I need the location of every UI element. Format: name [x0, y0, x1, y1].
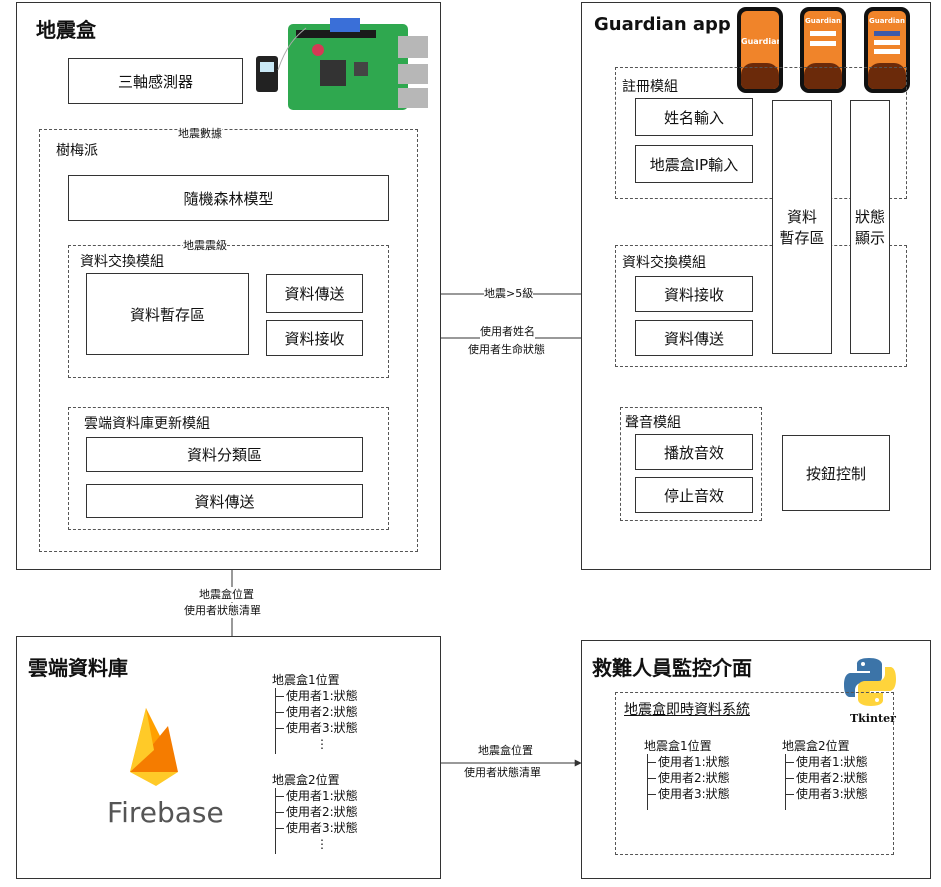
- app-storage-line1: 資料: [786, 208, 817, 226]
- rescue-box1-user1: 使用者1:狀態: [648, 754, 730, 770]
- phone-mockup-3: Guardian: [864, 7, 910, 93]
- pi-exchange-module-label: 資料交換模組: [80, 254, 164, 270]
- app-receive-box: 資料接收: [635, 276, 753, 312]
- db-box2-user2: 使用者2:狀態: [276, 804, 358, 820]
- phone-brand-1: Guardian: [741, 37, 779, 46]
- phone-brand-3: Guardian: [868, 17, 906, 25]
- box-location-label-2: 地震盒位置: [478, 743, 533, 758]
- rescue-box2-location: 地震盒2位置: [782, 739, 850, 753]
- cloud-send-box: 資料傳送: [86, 484, 363, 518]
- guardian-app-title: Guardian app: [594, 14, 731, 35]
- phone-mockup-2: Guardian: [800, 7, 846, 93]
- sound-module-group: [620, 407, 762, 521]
- status-display-line2: 顯示: [854, 229, 885, 247]
- pi-send-box: 資料傳送: [266, 274, 363, 313]
- rescue-box2-user3: 使用者3:狀態: [786, 786, 868, 802]
- play-sound-box: 播放音效: [635, 434, 753, 470]
- db-box2-ellipsis: ⋮: [316, 837, 328, 851]
- python-tkinter-icon: [842, 654, 898, 724]
- app-storage-line2: 暫存區: [779, 229, 825, 247]
- firebase-flame-icon: [124, 700, 194, 790]
- realtime-system-group: [615, 692, 894, 855]
- db-box1-ellipsis: ⋮: [316, 737, 328, 751]
- db-box2-user3: 使用者3:狀態: [276, 820, 358, 836]
- register-module-group: [615, 67, 907, 199]
- db-box2-tree: 地震盒2位置 使用者1:狀態 使用者2:狀態 使用者3:狀態 ⋮: [272, 772, 358, 854]
- seismic-data-label: 地震數據: [178, 126, 222, 141]
- app-exchange-module-label: 資料交換模組: [622, 255, 706, 271]
- app-send-box: 資料傳送: [635, 320, 753, 356]
- register-module-label: 註冊模組: [622, 79, 678, 95]
- app-storage-box: 資料 暫存區: [772, 100, 832, 354]
- classify-box: 資料分類區: [86, 437, 363, 472]
- rescue-box1-user3: 使用者3:狀態: [648, 786, 730, 802]
- status-display-box: 狀態 顯示: [850, 100, 890, 354]
- db-box1-location: 地震盒1位置: [272, 673, 340, 687]
- rescue-ui-title: 救難人員監控介面: [592, 656, 752, 680]
- cloud-db-title: 雲端資料庫: [28, 656, 128, 680]
- db-box1-user1: 使用者1:狀態: [276, 688, 358, 704]
- user-status-list-label-2: 使用者狀態清單: [464, 765, 541, 780]
- box-location-label-1: 地震盒位置: [199, 587, 254, 602]
- cloud-update-module-label: 雲端資料庫更新模組: [84, 416, 210, 432]
- cloud-update-module-group: [68, 407, 389, 530]
- pi-buffer-box: 資料暫存區: [86, 273, 249, 355]
- db-box2-user1: 使用者1:狀態: [276, 788, 358, 804]
- three-axis-sensor-box: 三軸感測器: [68, 58, 243, 104]
- pi-exchange-module-group: [68, 245, 389, 378]
- seismic-level-label: 地震震級: [183, 238, 227, 253]
- sound-module-label: 聲音模組: [625, 415, 681, 431]
- random-forest-box: 隨機森林模型: [68, 175, 389, 221]
- db-box1-tree: 地震盒1位置 使用者1:狀態 使用者2:狀態 使用者3:狀態 ⋮: [272, 672, 358, 754]
- stop-sound-box: 停止音效: [635, 477, 753, 513]
- tkinter-label: Tkinter: [850, 712, 896, 725]
- raspberry-pi-group: [39, 129, 418, 552]
- button-control-box: 按鈕控制: [782, 435, 890, 511]
- pi-receive-box: 資料接收: [266, 320, 363, 356]
- db-box1-user2: 使用者2:狀態: [276, 704, 358, 720]
- raspberry-pi-label: 樹梅派: [56, 143, 98, 159]
- phone-brand-2: Guardian: [804, 17, 842, 25]
- app-exchange-module-group: [615, 245, 907, 367]
- box-ip-input-box: 地震盒IP輸入: [635, 145, 753, 183]
- quake-gt5-label: 地震>5級: [484, 286, 534, 301]
- rescue-box2-user2: 使用者2:狀態: [786, 770, 868, 786]
- name-input-box: 姓名輸入: [635, 98, 753, 136]
- phone-mockup-1: Guardian: [737, 7, 783, 93]
- cloud-db-panel: [16, 636, 441, 879]
- rescue-box1-location: 地震盒1位置: [644, 739, 712, 753]
- db-box1-user3: 使用者3:狀態: [276, 720, 358, 736]
- rescue-box2-tree: 地震盒2位置 使用者1:狀態 使用者2:狀態 使用者3:狀態: [782, 738, 868, 810]
- rescue-box1-user2: 使用者2:狀態: [648, 770, 730, 786]
- user-status-list-label-1: 使用者狀態清單: [184, 603, 261, 618]
- firebase-wordmark: Firebase: [107, 796, 224, 829]
- rescue-box2-user1: 使用者1:狀態: [786, 754, 868, 770]
- status-display-line1: 狀態: [854, 208, 885, 226]
- user-name-label: 使用者姓名: [480, 324, 535, 339]
- user-vitals-label: 使用者生命狀態: [468, 342, 545, 357]
- earthquake-box-title: 地震盒: [36, 18, 96, 42]
- db-box2-location: 地震盒2位置: [272, 773, 340, 787]
- realtime-system-label: 地震盒即時資料系統: [624, 702, 750, 718]
- rescue-box1-tree: 地震盒1位置 使用者1:狀態 使用者2:狀態 使用者3:狀態: [644, 738, 730, 810]
- raspberry-pi-image: [256, 16, 436, 120]
